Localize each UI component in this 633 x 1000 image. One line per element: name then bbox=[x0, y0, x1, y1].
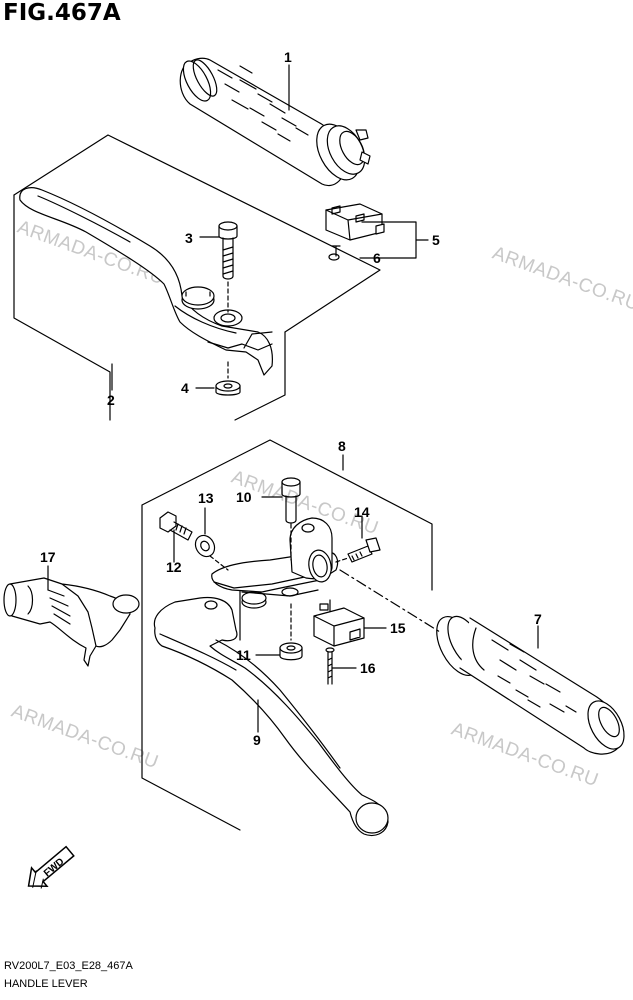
switch-screw-lower bbox=[325, 647, 335, 685]
lever-nut bbox=[215, 380, 241, 396]
callout-14: 14 bbox=[354, 504, 370, 520]
clutch-lever bbox=[153, 591, 389, 837]
callout-10: 10 bbox=[236, 489, 252, 505]
callout-5: 5 bbox=[432, 232, 440, 248]
grip-bottom bbox=[436, 615, 625, 755]
callout-8: 8 bbox=[338, 438, 346, 454]
cable-guide bbox=[3, 577, 140, 667]
clutch-lever-nut bbox=[279, 642, 303, 661]
front-brake-lever bbox=[19, 187, 273, 376]
diagram-code: RV200L7_E03_E28_467A bbox=[4, 960, 133, 972]
section-name: HANDLE LEVER bbox=[4, 978, 88, 990]
callout-16: 16 bbox=[360, 660, 376, 676]
callout-6: 6 bbox=[373, 250, 381, 266]
clutch-lever-holder bbox=[211, 517, 339, 597]
grip-top bbox=[179, 57, 371, 187]
pivot-bolt bbox=[218, 221, 238, 280]
callout-13: 13 bbox=[198, 490, 214, 506]
callout-12: 12 bbox=[166, 559, 182, 575]
holder-screw bbox=[347, 537, 381, 563]
switch-screw bbox=[328, 245, 341, 261]
callout-2: 2 bbox=[107, 392, 115, 408]
callout-7: 7 bbox=[534, 611, 542, 627]
callout-3: 3 bbox=[185, 230, 193, 246]
center-line bbox=[339, 569, 441, 633]
callout-11: 11 bbox=[236, 647, 251, 663]
clutch-switch bbox=[313, 603, 365, 647]
callout-4: 4 bbox=[181, 380, 189, 396]
adjuster-bolt bbox=[159, 511, 193, 541]
callout-labels: 1 2 3 4 5 6 7 8 9 10 11 12 13 14 15 16 1… bbox=[40, 49, 542, 748]
callout-17: 17 bbox=[40, 549, 56, 565]
callout-15: 15 bbox=[390, 620, 406, 636]
assembly-box-lower bbox=[141, 439, 433, 831]
assembly-box-upper bbox=[13, 134, 381, 333]
front-stop-switch bbox=[325, 203, 385, 241]
callout-1: 1 bbox=[284, 49, 292, 65]
adjuster-locknut bbox=[194, 534, 216, 558]
forward-arrow-icon: FWD bbox=[27, 845, 75, 889]
figure-title: FIG.467A bbox=[3, 0, 121, 26]
clutch-pivot-bolt bbox=[281, 477, 301, 524]
callout-9: 9 bbox=[253, 732, 261, 748]
